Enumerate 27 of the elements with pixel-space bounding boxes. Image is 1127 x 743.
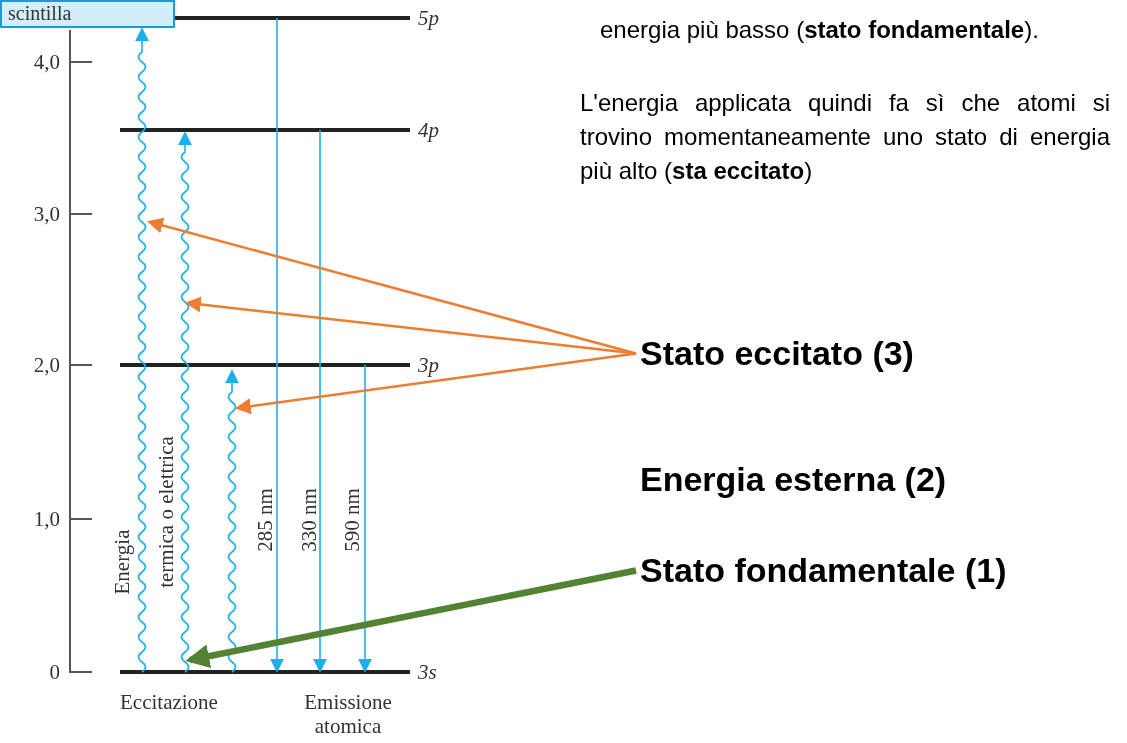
- level-label: 5p: [418, 6, 439, 31]
- column-label: Eccitazione: [120, 690, 218, 715]
- tick-label: 2,0: [33, 353, 60, 378]
- wavelength-label: 285 nm: [252, 488, 278, 552]
- tick-label: 3,0: [33, 202, 60, 227]
- tick-label: 1,0: [33, 507, 60, 532]
- tick-label: 4,0: [33, 50, 60, 75]
- body-text: energia più basso (stato fondamentale).: [600, 16, 1039, 44]
- callout-text: Energia esterna (2): [640, 460, 947, 499]
- box-label: scintilla: [7, 2, 73, 25]
- wavelength-label: 330 nm: [296, 488, 322, 552]
- axis-label: termica o elettrica: [153, 436, 179, 588]
- leader-line: [234, 352, 637, 415]
- wavelength-label: 590 nm: [339, 488, 365, 552]
- level-label: 4p: [418, 118, 439, 143]
- column-label: Emissione atomica: [303, 690, 393, 738]
- leader-line: [184, 296, 637, 355]
- wavy-arrow: [135, 27, 149, 673]
- callout-text: Stato fondamentale (1): [640, 551, 1007, 590]
- level-label: 3s: [418, 660, 437, 685]
- tick-label: 0: [49, 660, 60, 685]
- axis-label: Energia: [109, 529, 135, 595]
- leader-line: [185, 567, 637, 668]
- callout-text: Stato eccitato (3): [640, 334, 914, 373]
- label-box: [0, 0, 175, 28]
- body-text: L'energia applicata quindi fa sì che atomi si trovino momentaneamente uno stato di energia più alto (sta eccitato): [580, 88, 1110, 186]
- level-label: 3p: [418, 353, 439, 378]
